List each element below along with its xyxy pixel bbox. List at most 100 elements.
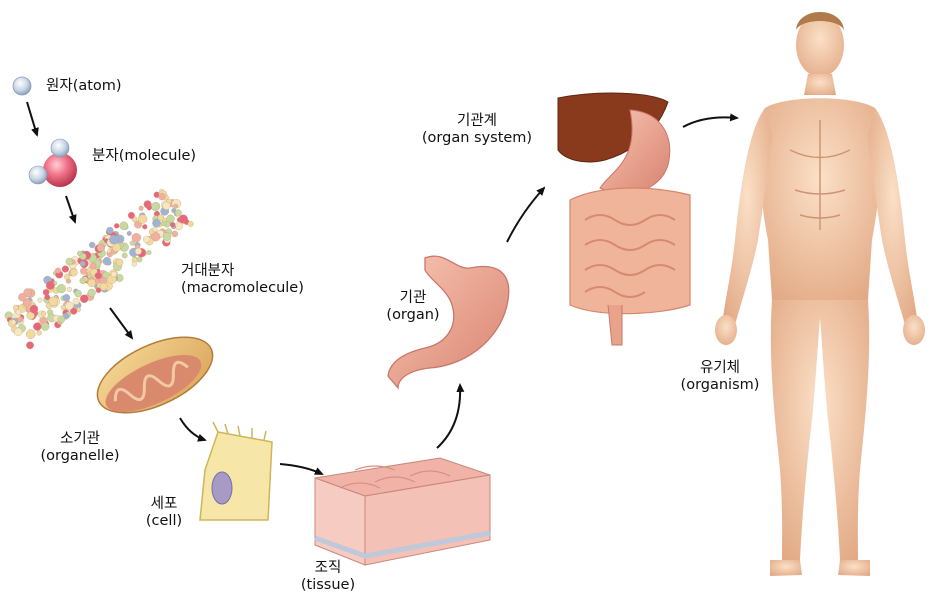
macromolecule-atom — [106, 226, 114, 235]
macromolecule-atom — [33, 322, 42, 331]
macromolecule-atom — [22, 298, 32, 308]
macromolecule-atom — [80, 267, 88, 275]
macromolecule-atom — [174, 209, 182, 217]
macromolecule-atom — [79, 260, 86, 267]
macromolecule-atom — [151, 201, 161, 212]
macromolecule-atom — [94, 272, 102, 280]
macromolecule-atom — [121, 252, 128, 259]
macromolecule-atom — [187, 220, 194, 227]
macromolecule-atom — [36, 330, 42, 336]
macromolecule-atom — [64, 273, 70, 280]
cell-illustration — [199, 421, 273, 521]
macromolecule-atom — [37, 297, 43, 303]
arrow-cell-to-tissue — [279, 463, 324, 475]
macromolecule-atom — [89, 241, 96, 249]
macromolecule-atom — [151, 232, 161, 242]
arrow-molecule-to-macromolecule — [65, 195, 77, 224]
macromolecule-atom — [70, 268, 78, 277]
macromolecule-illustration — [4, 188, 194, 350]
macromolecule-atom — [72, 297, 80, 305]
macromolecule-atom — [14, 327, 23, 337]
arrow-organ-system-to-organism — [682, 113, 739, 128]
macromolecule-atom — [64, 301, 74, 311]
macromolecule-atom — [126, 230, 132, 236]
arrow-tissue-to-organ — [436, 383, 465, 449]
macromolecule-atom — [142, 224, 148, 230]
atom-illustration — [12, 76, 32, 96]
macromolecule-atom — [87, 278, 96, 288]
macromolecule-atom — [87, 288, 96, 297]
macromolecule-atom — [57, 315, 66, 324]
macromolecule-atom — [152, 227, 158, 232]
macromolecule-atom — [152, 218, 161, 228]
macromolecule-atom — [143, 235, 151, 243]
macromolecule-atom — [65, 257, 74, 266]
arrows — [26, 101, 739, 475]
macromolecule-atom — [48, 296, 59, 307]
macromolecule-atom — [146, 250, 152, 255]
macromolecule-atom — [162, 201, 171, 210]
arrow-organelle-to-cell — [179, 417, 207, 442]
macromolecule-atom — [61, 265, 69, 273]
molecule-illustration — [28, 138, 77, 187]
macromolecule-atom — [89, 262, 97, 270]
macromolecule-atom — [131, 261, 137, 267]
macromolecule-atom — [40, 311, 47, 317]
macromolecule-atom — [127, 211, 135, 219]
macromolecule-atom — [102, 257, 112, 266]
label-atom: 원자(atom) — [46, 78, 122, 94]
macromolecule-atom — [129, 240, 135, 246]
macromolecule-atom — [80, 294, 89, 303]
macromolecule-atom — [137, 214, 148, 224]
arrow-organ-to-organ-system — [506, 186, 546, 243]
macromolecule-atom — [157, 214, 164, 221]
label-organism: 유기체(organism) — [680, 360, 760, 393]
macromolecule-atom — [138, 205, 144, 211]
macromolecule-atom — [109, 234, 119, 245]
macromolecule-atom — [87, 273, 92, 279]
macromolecule-atom — [146, 205, 152, 211]
macromolecule-atom — [95, 287, 102, 293]
macromolecule-atom — [79, 277, 87, 285]
macromolecule-atom — [107, 252, 113, 258]
label-macromolecule: 거대분자(macromolecule) — [181, 263, 304, 296]
macromolecule-atom — [171, 230, 179, 238]
macromolecule-atom — [115, 258, 124, 267]
organ-system-illustration — [557, 92, 691, 346]
macromolecule-atom — [134, 247, 142, 255]
macromolecule-atom — [162, 232, 172, 241]
label-organ-system: 기관계(organ system) — [421, 113, 533, 146]
organism-illustration — [715, 12, 925, 576]
label-organ: 기관(organ) — [386, 290, 440, 323]
macromolecule-atom — [40, 322, 50, 331]
macromolecule-atom — [66, 286, 72, 292]
macromolecule-atom — [176, 217, 183, 223]
macromolecule-atom — [18, 293, 27, 302]
macromolecule-atom — [56, 284, 66, 294]
macromolecule-atom — [114, 223, 120, 229]
macromolecule-atom — [13, 304, 19, 311]
macromolecule-atom — [70, 307, 78, 315]
organ-illustration — [387, 255, 510, 390]
macromolecule-atom — [55, 267, 61, 274]
macromolecule-atom — [169, 222, 176, 228]
macromolecule-atom — [173, 203, 179, 209]
macromolecule-atom — [10, 319, 17, 325]
macromolecule-atom — [79, 252, 87, 260]
label-molecule: 분자(molecule) — [92, 148, 197, 164]
macromolecule-atom — [119, 221, 129, 231]
macromolecule-atom — [26, 341, 34, 350]
macromolecule-atom — [25, 329, 36, 339]
macromolecule-atom — [15, 309, 22, 315]
macromolecule-atom — [110, 271, 117, 278]
macromolecule-atom — [44, 294, 51, 301]
macromolecule-atom — [29, 304, 39, 314]
tissue-illustration — [314, 457, 491, 566]
macromolecule-atom — [42, 289, 50, 296]
arrow-atom-to-molecule — [26, 101, 39, 137]
macromolecule-atom — [46, 281, 55, 290]
macromolecule-atom — [131, 233, 141, 243]
macromolecule-atom — [74, 289, 82, 298]
macromolecule-atom — [99, 282, 108, 291]
